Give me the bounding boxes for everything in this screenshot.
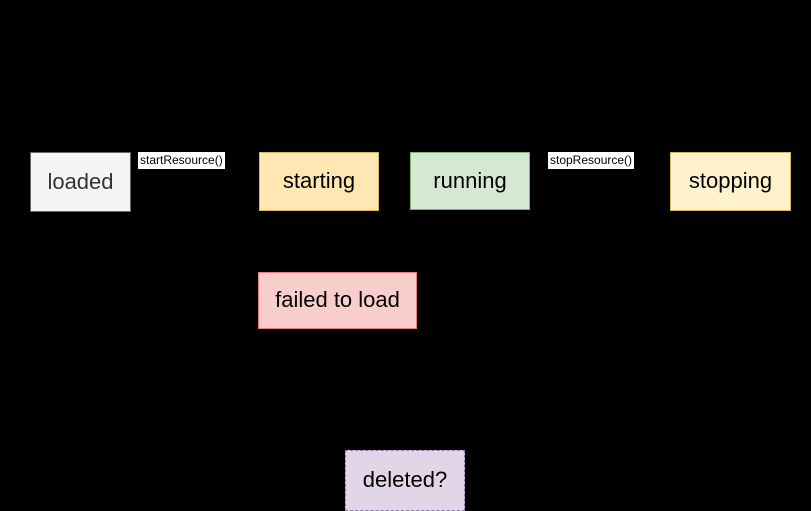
state-node-running[interactable]: running — [410, 152, 530, 210]
state-node-loaded[interactable]: loaded — [30, 152, 131, 212]
state-node-deleted[interactable]: deleted? — [345, 450, 465, 511]
state-node-stopping[interactable]: stopping — [670, 152, 791, 211]
state-node-starting-label: starting — [282, 168, 356, 194]
state-node-stopping-label: stopping — [688, 168, 773, 194]
state-node-loaded-label: loaded — [47, 168, 114, 194]
state-node-deleted-label: deleted? — [362, 467, 448, 493]
edge-label-stop-resource-text: stopResource() — [550, 153, 633, 167]
state-node-failed-to-load-label: failed to load — [275, 287, 400, 313]
state-node-failed-to-load[interactable]: failed to load — [258, 272, 417, 329]
state-node-starting[interactable]: starting — [259, 152, 379, 211]
edge-label-stop-resource: stopResource() — [548, 152, 635, 169]
edge-label-start-resource: startResource() — [138, 152, 225, 169]
state-node-running-label: running — [433, 167, 507, 193]
edge-label-start-resource-text: startResource() — [140, 153, 223, 167]
